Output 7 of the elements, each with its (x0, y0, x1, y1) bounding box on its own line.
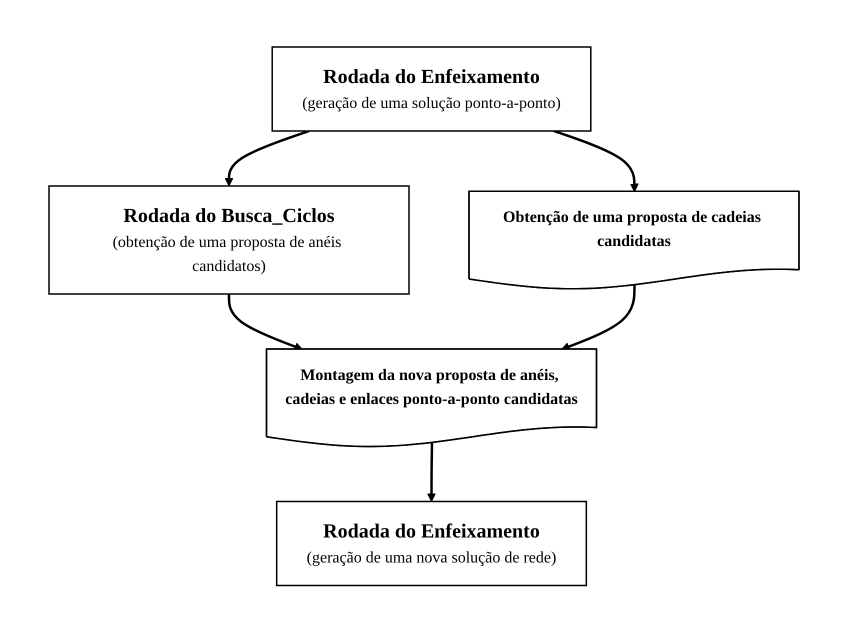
arrow (427, 442, 436, 502)
node-box: Rodada do Busca_Ciclos (obtenção de uma proposta de anéis candidatos) (48, 185, 410, 294)
node-box: Rodada do Enfeixamento (geração de uma solução ponto-a-ponto) (271, 46, 592, 132)
arrow (553, 130, 639, 192)
arrow (224, 130, 310, 186)
arrow (561, 284, 636, 350)
node-box: Rodada do Enfeixamento (geração de uma nova solução de rede) (276, 500, 588, 586)
